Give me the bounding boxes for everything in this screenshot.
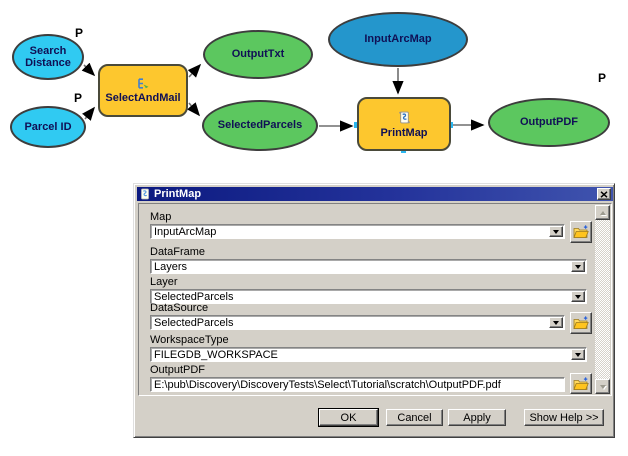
parameter-marker: P xyxy=(73,91,83,105)
field-label-outputpdf: OutputPDF xyxy=(150,364,206,376)
apply-button[interactable]: Apply xyxy=(448,409,506,426)
field-label-map: Map xyxy=(150,211,172,223)
parameters-panel: Map InputArcMap DataFrame Layers Layer xyxy=(138,203,612,396)
scroll-up-button[interactable] xyxy=(595,205,610,220)
node-label: OutputTxt xyxy=(231,48,285,61)
dataframe-dropdown-button[interactable] xyxy=(571,261,585,272)
dropdown-arrow-icon xyxy=(575,294,581,299)
map-combobox[interactable]: InputArcMap xyxy=(150,224,565,239)
node-label: OutputPDF xyxy=(519,116,579,129)
vertical-scrollbar[interactable] xyxy=(595,205,610,394)
field-label-workspacetype: WorkspaceType xyxy=(150,334,229,346)
parameter-marker: P xyxy=(597,71,607,85)
scroll-up-icon xyxy=(599,210,606,215)
close-icon xyxy=(600,190,608,198)
dataframe-value[interactable]: Layers xyxy=(154,260,188,273)
connector-tool-to-outputtxt xyxy=(187,63,202,78)
datasource-dropdown-button[interactable] xyxy=(549,317,563,328)
parameter-marker: P xyxy=(74,26,84,40)
outputpdf-browse-button[interactable] xyxy=(570,373,592,394)
node-print-map[interactable]: PrintMap xyxy=(357,97,451,151)
node-output-pdf[interactable]: OutputPDF xyxy=(488,98,610,147)
layer-value[interactable]: SelectedParcels xyxy=(154,290,234,303)
node-label: SelectedParcels xyxy=(217,119,303,132)
map-dropdown-button[interactable] xyxy=(549,226,563,237)
field-label-layer: Layer xyxy=(150,276,178,288)
workspacetype-dropdown-button[interactable] xyxy=(571,349,585,360)
field-label-datasource: DataSource xyxy=(150,302,209,314)
map-browse-button[interactable] xyxy=(570,221,592,243)
datasource-browse-button[interactable] xyxy=(570,312,592,334)
connector-tool-to-selectedparcels xyxy=(187,102,201,117)
scroll-down-button[interactable] xyxy=(595,379,610,394)
show-help-button[interactable]: Show Help >> xyxy=(524,409,604,426)
layer-combobox[interactable]: SelectedParcels xyxy=(150,289,587,304)
open-folder-icon xyxy=(573,225,589,238)
node-label: InputArcMap xyxy=(364,33,432,46)
ok-button[interactable]: OK xyxy=(319,409,378,426)
connector-parcel-to-tool xyxy=(82,106,96,121)
dropdown-arrow-icon xyxy=(575,352,581,357)
close-button[interactable] xyxy=(597,188,611,200)
node-output-txt[interactable]: OutputTxt xyxy=(203,30,313,79)
dropdown-arrow-icon xyxy=(553,229,559,234)
node-selected-parcels[interactable]: SelectedParcels xyxy=(202,100,318,151)
dataframe-combobox[interactable]: Layers xyxy=(150,259,587,274)
map-value[interactable]: InputArcMap xyxy=(154,225,217,238)
datasource-combobox[interactable]: SelectedParcels xyxy=(150,315,565,330)
dialog-title: PrintMap xyxy=(154,188,202,200)
outputpdf-input[interactable]: E:\pub\Discovery\DiscoveryTests\Select\T… xyxy=(150,377,565,392)
open-folder-icon xyxy=(573,376,589,390)
connector-arrows xyxy=(81,62,485,153)
dialog-titlebar[interactable]: PrintMap xyxy=(137,187,613,201)
node-select-and-mail[interactable]: SelectAndMail xyxy=(98,64,188,117)
script-icon xyxy=(398,111,410,124)
node-parcel-id[interactable]: Parcel ID xyxy=(10,106,86,148)
connection-port-dots xyxy=(354,122,453,153)
model-icon xyxy=(138,78,149,90)
cancel-button[interactable]: Cancel xyxy=(386,409,443,426)
scrollbar-track[interactable] xyxy=(595,220,610,379)
outputpdf-value[interactable]: E:\pub\Discovery\DiscoveryTests\Select\T… xyxy=(154,378,501,391)
workspacetype-combobox[interactable]: FILEGDB_WORKSPACE xyxy=(150,347,587,362)
printmap-dialog: PrintMap Map InputArcMap xyxy=(133,183,615,438)
dropdown-arrow-icon xyxy=(553,320,559,325)
script-icon xyxy=(141,188,149,200)
open-folder-icon xyxy=(573,316,589,329)
datasource-value[interactable]: SelectedParcels xyxy=(154,316,234,329)
node-label: Search Distance xyxy=(25,44,71,69)
scroll-down-icon xyxy=(599,384,606,389)
layer-dropdown-button[interactable] xyxy=(571,291,585,302)
connector-search-to-tool xyxy=(81,62,96,77)
workspacetype-value[interactable]: FILEGDB_WORKSPACE xyxy=(154,348,278,361)
node-search-distance[interactable]: Search Distance xyxy=(12,34,84,80)
node-label: PrintMap xyxy=(380,126,428,139)
node-label: SelectAndMail xyxy=(105,92,181,105)
node-label: Parcel ID xyxy=(24,120,72,133)
field-label-dataframe: DataFrame xyxy=(150,246,206,258)
node-input-arc-map[interactable]: InputArcMap xyxy=(328,12,468,67)
dropdown-arrow-icon xyxy=(575,264,581,269)
